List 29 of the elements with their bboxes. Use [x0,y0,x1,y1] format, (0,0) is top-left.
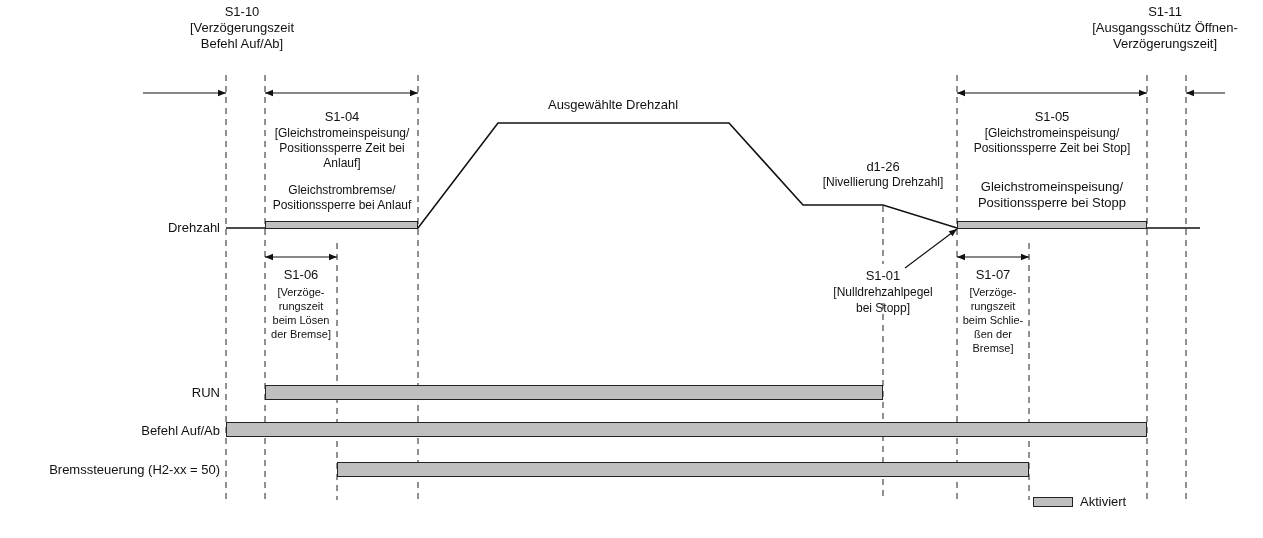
activation-bar [265,221,418,229]
text-label: d1-26 [866,159,900,175]
text-label: S1-07 [975,267,1011,283]
text-label: Drehzahl [167,220,220,236]
parameter-code: S1-01 [865,268,901,284]
bar-label: Gleichstromeinspeisung/ Positionssperre bei Stopp [976,179,1128,211]
text-label: [Verzögerungszeit Befehl Auf/Ab] [188,20,296,52]
text-label: S1-06 [283,267,319,283]
activation-bar [265,385,883,400]
text-label: [Verzöge- rungszeit beim Lösen der Bremse] [270,285,332,341]
text-label: S1-05 [1034,109,1070,125]
text-label: [Ausgangsschütz Öffnen-Verzögerungszeit] [1091,20,1239,52]
text-label: RUN [191,385,220,401]
leader-line [904,228,958,269]
text-label: Befehl Auf/Ab [141,423,220,439]
legend-label: Aktiviert [1080,494,1127,509]
text-label: [Gleichstromeinspeisung/ Positionssperre Zeit bei Stop] [972,126,1132,156]
text-label: [Verzöge- rungszeit beim Schlie- ßen der Bremse] [961,285,1025,355]
activation-bar [957,221,1147,229]
text-label: S1-10 [224,4,260,20]
text-label: S1-11 [1148,4,1182,20]
text-label: Bremssteuerung (H2-xx = 50) [49,462,220,478]
parameter-label: [Nulldrehzahlpegel bei Stopp] [832,284,934,316]
activation-bar [226,422,1147,437]
text-label: [Gleichstromeinspeisung/ Positionssperre Zeit bei Anlauf] [273,126,411,171]
text-label: Ausgewählte Drehzahl [547,97,679,113]
text-label: S1-04 [324,109,360,125]
bar-label: Gleichstrombremse/ Positionssperre bei Anlauf [271,183,413,213]
activation-bar [337,462,1029,477]
